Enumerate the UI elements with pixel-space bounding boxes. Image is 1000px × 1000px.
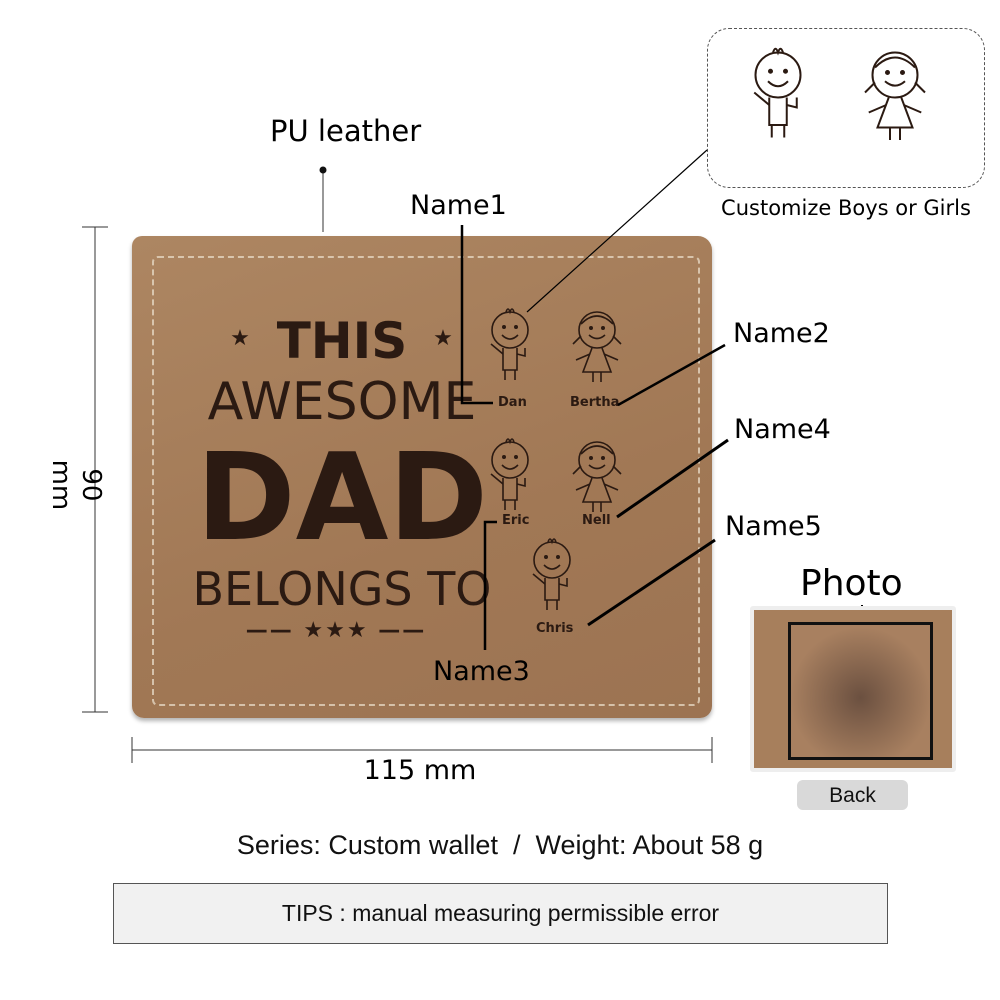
kid-boy-icon — [490, 308, 529, 381]
engraving-awesome: AWESOME — [207, 372, 477, 432]
kid-name: Eric — [502, 513, 530, 528]
kid-boy-icon — [532, 538, 571, 611]
kid-name: Bertha — [570, 395, 620, 410]
callout-name5: Name5 — [725, 511, 822, 542]
callout-name3: Name3 — [433, 656, 530, 687]
kid-name: Dan — [498, 395, 527, 410]
star-icon: ★ — [433, 326, 453, 351]
photo-label: Photo — [800, 563, 903, 604]
kid-girl-icon — [572, 441, 622, 513]
engraving-dad: DAD — [195, 429, 489, 568]
engraving-belongs-to: BELONGS TO — [192, 562, 492, 616]
kid-name: Chris — [536, 621, 574, 636]
tips-box: TIPS : manual measuring permissible erro… — [113, 883, 888, 944]
customize-bubble — [707, 28, 985, 188]
stitching — [152, 256, 700, 706]
engraving-this: THIS — [276, 312, 408, 370]
stars-divider: —— ★★★ —— — [245, 618, 427, 643]
back-button[interactable]: Back — [797, 780, 908, 810]
kid-name: Nell — [582, 513, 611, 528]
dimension-lines — [82, 172, 713, 763]
wallet-front: THIS ★ ★ AWESOME DAD BELONGS TO —— ★★★ —… — [132, 236, 712, 718]
material-dot — [319, 166, 327, 174]
material-label: PU leather — [270, 114, 422, 148]
kid-boy-icon — [490, 438, 529, 511]
callout-name2: Name2 — [733, 318, 830, 349]
engraved-photo — [788, 622, 933, 760]
callout-name1: Name1 — [410, 190, 507, 221]
series-weight-text: Series: Custom wallet / Weight: About 58… — [236, 830, 764, 860]
width-label: 115 mm — [363, 755, 477, 786]
wallet-back-thumbnail — [750, 606, 956, 772]
kid-girl-icon — [572, 311, 622, 383]
callout-name4: Name4 — [734, 414, 831, 445]
star-icon: ★ — [230, 326, 250, 351]
customize-caption: Customize Boys or Girls — [721, 196, 971, 220]
